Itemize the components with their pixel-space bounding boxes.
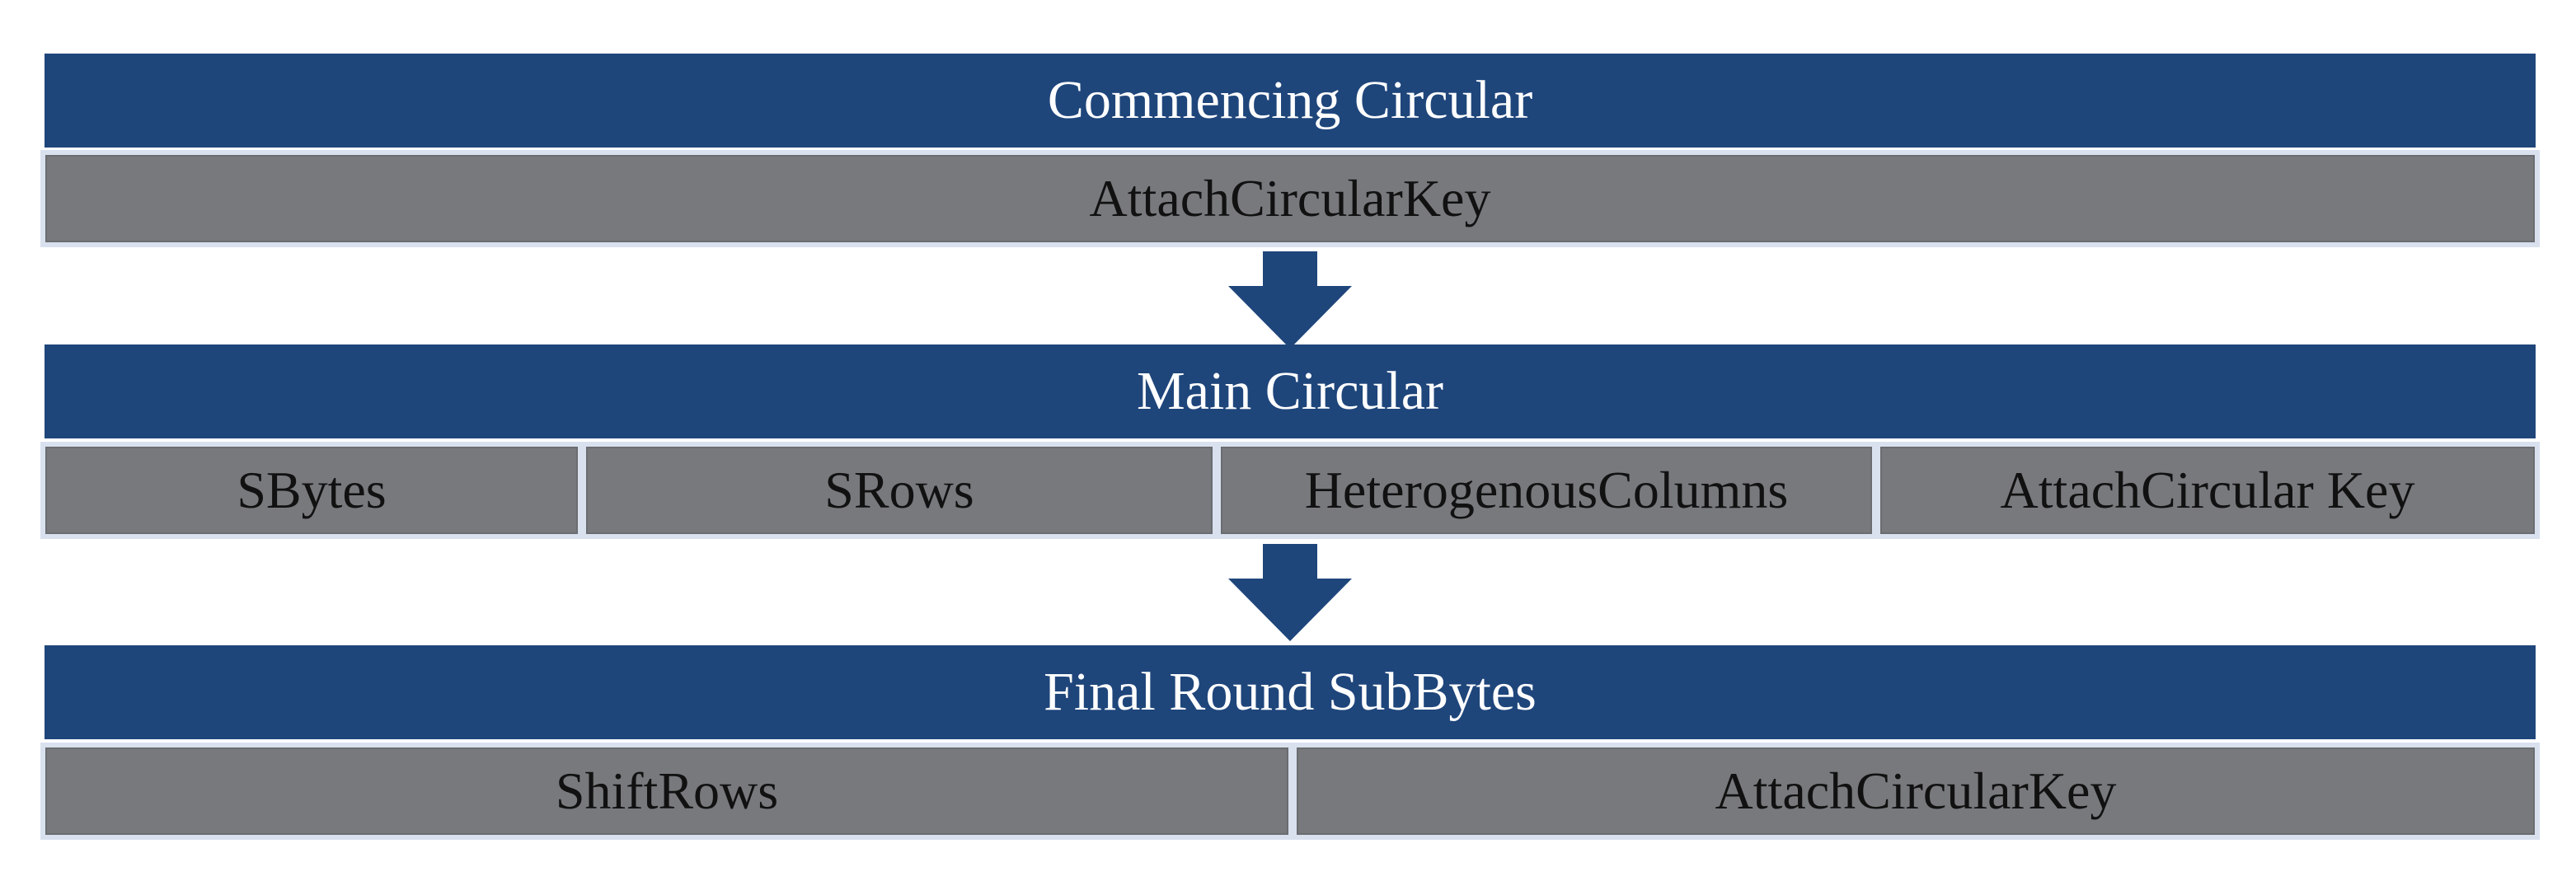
stage-2-steps: SBytes SRows HeterogenousColumns AttachC…: [40, 442, 2540, 539]
step-shift-rows: ShiftRows: [45, 747, 1288, 835]
stage-2-header: Main Circular: [45, 344, 2536, 438]
stage-3-header: Final Round SubBytes: [45, 645, 2536, 739]
down-arrow-icon: [1228, 251, 1352, 350]
step-heterogenous-columns: HeterogenousColumns: [1221, 447, 1872, 534]
stage-1-steps: AttachCircularKey: [40, 150, 2540, 247]
down-arrow-icon: [1228, 544, 1352, 643]
step-attach-circular-key: AttachCircularKey: [45, 155, 2535, 242]
step-sbytes: SBytes: [45, 447, 578, 534]
stage-3-steps: ShiftRows AttachCircularKey: [40, 743, 2540, 840]
stage-1-header: Commencing Circular: [45, 54, 2536, 148]
step-attach-circular-key: AttachCircularKey: [1297, 747, 2535, 835]
step-attach-circular-key: AttachCircular Key: [1880, 447, 2535, 534]
step-srows: SRows: [586, 447, 1213, 534]
